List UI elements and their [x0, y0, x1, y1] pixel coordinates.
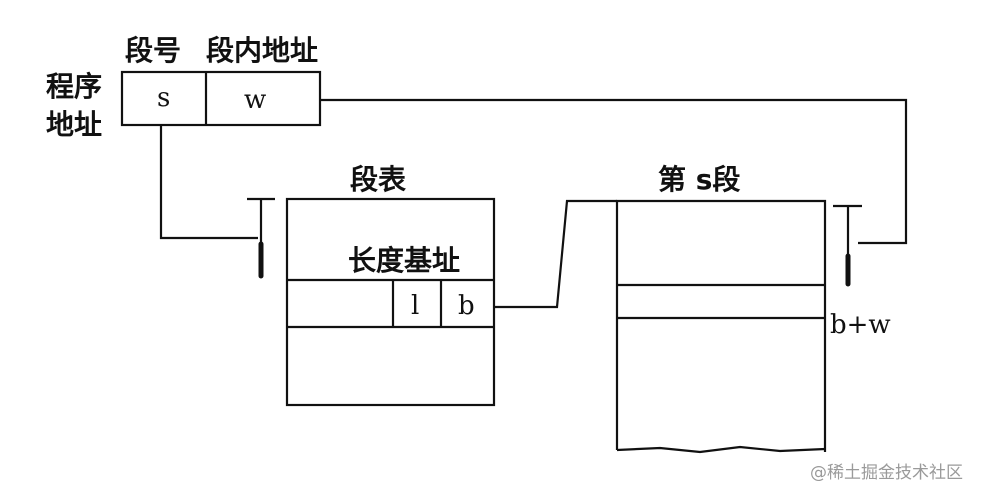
program-address-label-line1: 程序 [46, 70, 102, 103]
segment-s-title: 第 s段 [658, 163, 740, 196]
s-to-table-connector [159, 125, 258, 240]
segment-table-title: 段表 [350, 163, 406, 196]
cell-base: b [458, 291, 475, 321]
segment-table-box [285, 197, 496, 407]
program-address-box [120, 70, 322, 127]
segment-table-header: 长度基址 [348, 244, 460, 277]
cell-length: l [411, 291, 419, 321]
cell-w: w [244, 85, 266, 115]
segment-s-bottom-edge [616, 445, 826, 454]
watermark: @稀土掘金技术社区 [810, 463, 963, 483]
program-address-label-line2: 地址 [46, 108, 102, 141]
cell-s: s [157, 83, 170, 113]
offset-label: 段内地址 [206, 34, 318, 67]
w-to-offset-connector [320, 98, 908, 245]
base-to-segment-connector [494, 199, 617, 309]
segment-number-label: 段号 [125, 34, 181, 67]
segment-s-block [615, 199, 827, 452]
offset-position-label: b+w [830, 310, 891, 340]
